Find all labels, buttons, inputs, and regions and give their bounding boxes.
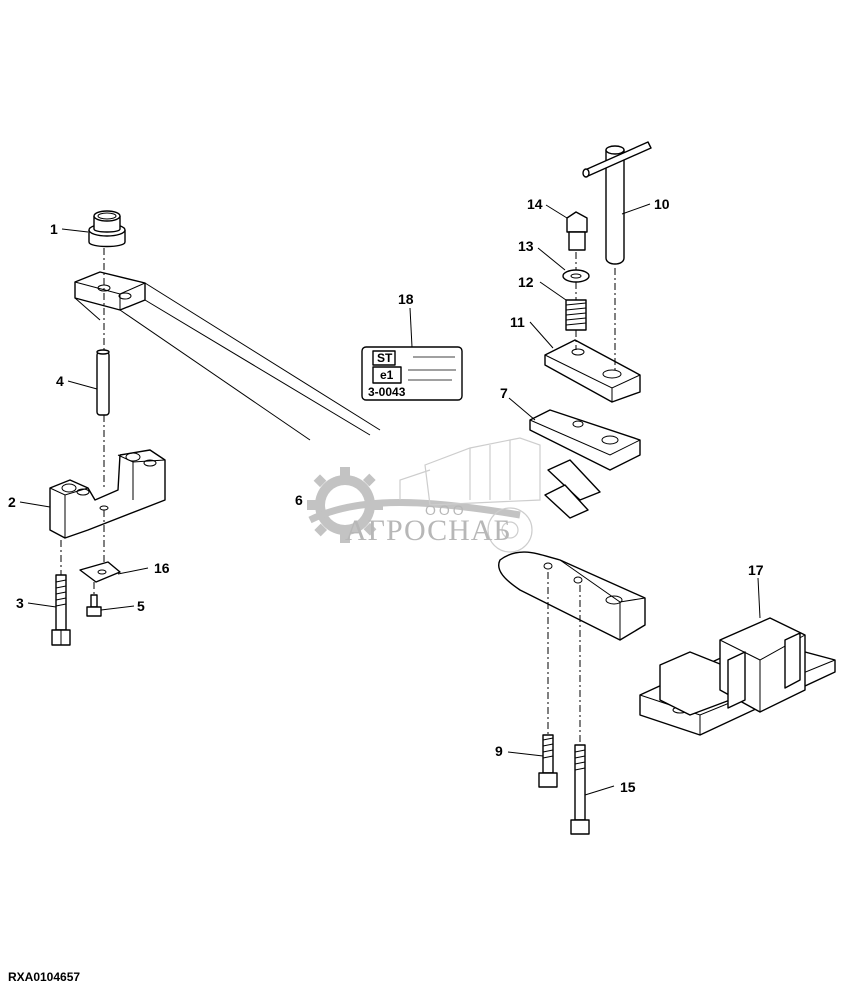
callout-3: 3 — [16, 595, 24, 611]
decal-fine-print — [408, 356, 456, 381]
part-5-screw — [86, 594, 102, 617]
watermark-gear-icon — [307, 467, 521, 543]
callout-6: 6 — [295, 492, 303, 508]
part-14-screw — [566, 211, 588, 251]
callout-5: 5 — [137, 598, 145, 614]
part-2-bracket — [49, 449, 166, 539]
part-1-bushing — [88, 210, 126, 248]
callout-16: 16 — [154, 560, 170, 576]
watermark-prefix: ООО — [425, 502, 467, 518]
callout-17: 17 — [748, 562, 764, 578]
callout-4: 4 — [56, 373, 64, 389]
watermark-brand: АГРОСНАБ — [345, 514, 512, 547]
callout-1: 1 — [50, 221, 58, 237]
part-7-clevis — [498, 409, 646, 641]
part-12-spring — [565, 299, 587, 331]
watermark-harvester-icon — [399, 437, 541, 553]
leader-lines — [19, 203, 761, 796]
callout-12: 12 — [518, 274, 534, 290]
callout-13: 13 — [518, 238, 534, 254]
watermark: ООО АГРОСНАБ — [307, 437, 541, 553]
part-10-pin — [582, 141, 652, 265]
callout-10: 10 — [654, 196, 670, 212]
callout-11: 11 — [510, 314, 525, 330]
decal-code: 3-0043 — [368, 385, 406, 399]
part-4-pin — [96, 349, 110, 416]
part-16-plate — [79, 561, 121, 583]
decal-e1: e1 — [380, 368, 394, 382]
callout-18: 18 — [398, 291, 414, 307]
callout-7: 7 — [500, 385, 508, 401]
callout-2: 2 — [8, 494, 16, 510]
callout-14: 14 — [527, 196, 543, 212]
part-15-bolt — [570, 744, 590, 835]
callout-15: 15 — [620, 779, 636, 795]
drawbar — [74, 271, 381, 441]
decal-st: ST — [377, 351, 393, 365]
part-18-decal: ST e1 3-0043 — [361, 346, 463, 401]
part-13-washer — [562, 269, 590, 283]
callouts: 1 2 3 4 5 6 7 9 10 11 12 13 14 15 16 17 … — [8, 196, 764, 795]
part-9-bolt — [538, 734, 558, 788]
part-17-guard — [639, 617, 836, 736]
callout-9: 9 — [495, 743, 503, 759]
part-11-latch — [544, 339, 641, 403]
figure-reference: RXA0104657 — [8, 970, 80, 984]
part-3-bolt — [51, 574, 71, 646]
